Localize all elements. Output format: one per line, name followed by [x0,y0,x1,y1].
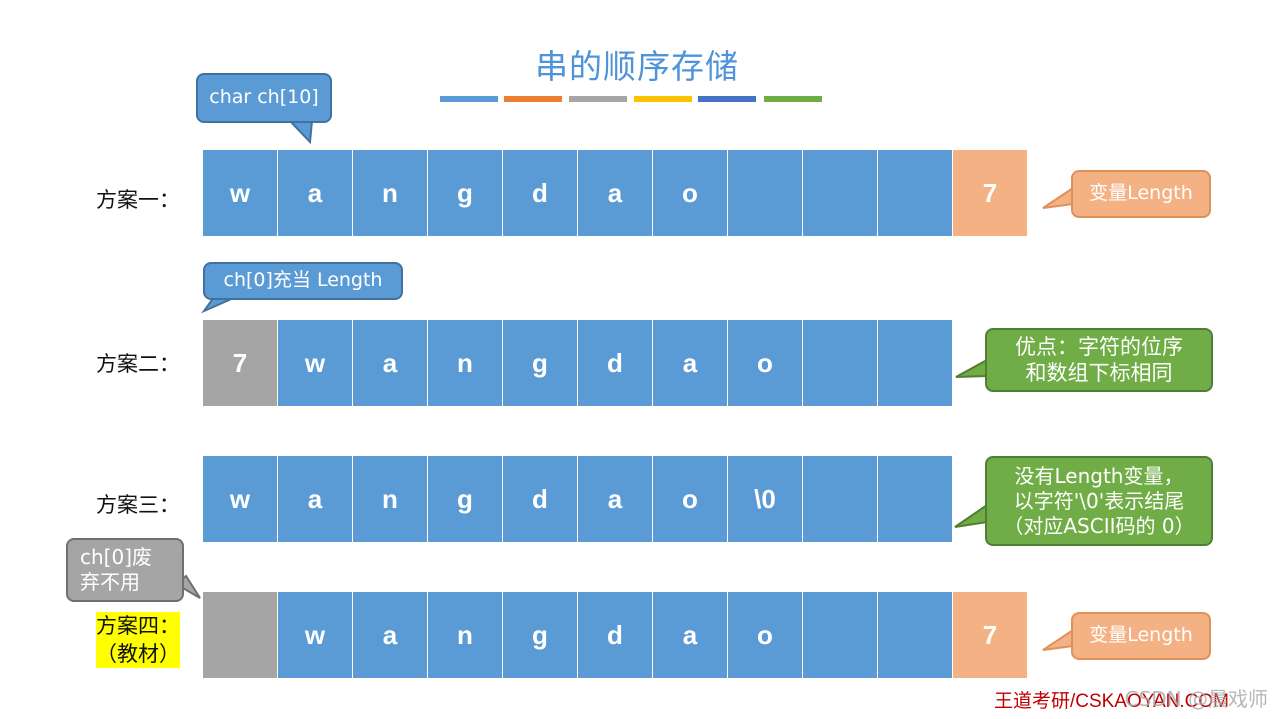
page-title: 串的顺序存储 [535,47,739,86]
no-length-callout: 没有Length变量， 以字符'\0'表示结尾 （对应ASCII码的 0） [985,456,1213,546]
callout-text: ch[0]废 弃不用 [80,545,153,594]
array-cell [803,592,877,678]
array-cell: a [278,150,352,236]
array-cell: d [578,320,652,406]
color-bar-segment [698,96,756,102]
array-cell: n [353,150,427,236]
length-cell: 7 [953,592,1027,678]
char-array-callout-tail [287,120,314,145]
array-cell: w [203,150,277,236]
ch0-unused-cell [203,592,277,678]
array-cell [878,320,952,406]
array-cell: g [503,592,577,678]
callout-text: 优点：字符的位序 和数组下标相同 [1015,334,1183,385]
ch0-length-cell: 7 [203,320,277,406]
ch0-unused-callout: ch[0]废 弃不用 [66,538,184,602]
row-label-scheme-2: 方案二： [96,352,180,376]
callout-text: ch[0]充当 Length [223,269,383,292]
array-cell: a [578,150,652,236]
row-label-scheme-4-line2: （教材） [96,642,180,666]
row-label-scheme-1: 方案一： [96,188,180,212]
length-var-callout: 变量Length [1071,170,1211,218]
advantage-callout-tail [955,358,988,378]
array-cell [728,150,802,236]
array-cell: w [278,592,352,678]
array-cell: n [353,456,427,542]
watermark: CSDN @晨戏师 [1124,687,1268,711]
array-cell: d [578,592,652,678]
advantage-callout: 优点：字符的位序 和数组下标相同 [985,328,1213,392]
array-cell: d [503,150,577,236]
length-var-1-callout-tail [1042,186,1074,209]
array-cell [803,150,877,236]
color-bar-segment [504,96,562,102]
row-label-scheme-3: 方案三： [96,493,180,517]
array-cell: a [578,456,652,542]
terminator-cell: \0 [728,456,802,542]
array-cell: g [428,456,502,542]
length-var-callout: 变量Length [1071,612,1211,660]
array-cell: d [503,456,577,542]
callout-text: char ch[10] [209,86,319,109]
array-cell: a [353,592,427,678]
row-label-scheme-4-line1: 方案四： [96,614,180,638]
array-cell: a [653,320,727,406]
ch0-length-callout: ch[0]充当 Length [203,262,403,300]
callout-text: 没有Length变量， 以字符'\0'表示结尾 （对应ASCII码的 0） [1003,463,1195,538]
array-cell: o [728,592,802,678]
row-label-scheme-4: 方案四： （教材） [96,612,180,668]
array-cell [878,150,952,236]
array-cell: g [428,150,502,236]
length-var-4-callout-tail [1042,628,1074,651]
array-cell: g [503,320,577,406]
color-bar-segment [440,96,498,102]
array-cell: a [278,456,352,542]
array-cell: w [203,456,277,542]
array-cell: n [428,592,502,678]
array-cell [878,592,952,678]
array-cell: w [278,320,352,406]
array-cell: n [428,320,502,406]
length-cell: 7 [953,150,1027,236]
array-cell: a [653,592,727,678]
array-cell [803,320,877,406]
color-bar-segment [634,96,692,102]
array-cell: o [728,320,802,406]
color-bar-segment [569,96,627,102]
callout-text: 变量Length [1089,624,1193,647]
char-array-callout: char ch[10] [196,73,332,123]
callout-text: 变量Length [1089,182,1193,205]
footer-brand: 王道考研/CSKAOYAN.COM [993,691,1229,712]
array-cell: o [653,456,727,542]
array-cell [803,456,877,542]
array-cell: a [353,320,427,406]
array-cell [878,456,952,542]
no-length-callout-tail [954,503,988,528]
color-bar-segment [764,96,822,102]
array-cell: o [653,150,727,236]
